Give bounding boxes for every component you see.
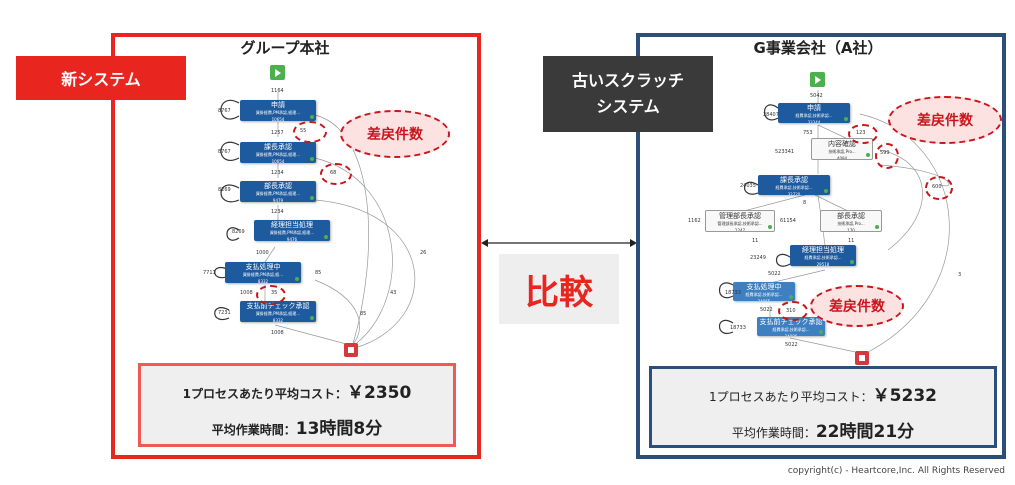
new-flow-start-icon bbox=[270, 65, 285, 80]
old-system-tag: 古いスクラッチ システム bbox=[543, 56, 713, 132]
old-flow-end-icon bbox=[855, 351, 869, 365]
old-node-admin-director: 管理部長承認管理部長承認,技術承認...1247 bbox=[705, 210, 775, 232]
edge-count: 8 bbox=[803, 200, 807, 206]
old-system-stats: 1プロセスあたり平均コスト：￥5232 平均作業時間：22時間21分 bbox=[649, 366, 997, 448]
avg-cost-value: ￥2350 bbox=[347, 383, 412, 403]
avg-cost-label: 1プロセスあたり平均コスト： bbox=[182, 387, 348, 401]
edge-count: 1257 bbox=[271, 130, 284, 136]
new-node-prepayment-check: 支払前チェック承認買掛経費,PM承認,経理...8332 bbox=[240, 301, 316, 322]
rework-count-callout-bottom: 差戻件数 bbox=[810, 285, 904, 327]
old-node-accounting: 経理担当処理経費承認,技術承認...29518 bbox=[790, 245, 856, 266]
edge-count: 1164 bbox=[271, 88, 284, 94]
avg-cost-value: ￥5232 bbox=[872, 386, 937, 406]
new-node-manager-approval: 課長承認買掛経費,PM承認,経理...10654 bbox=[240, 142, 316, 163]
rework-ring bbox=[293, 121, 327, 143]
edge-count: 24035 bbox=[740, 183, 756, 189]
edge-count: 61154 bbox=[780, 218, 796, 224]
edge-count: 43 bbox=[390, 290, 397, 296]
avg-time-label: 平均作業時間： bbox=[211, 423, 296, 437]
edge-count: 18733 bbox=[725, 290, 741, 296]
compare-label: 比較 bbox=[499, 254, 619, 324]
avg-cost-label: 1プロセスあたり平均コスト： bbox=[709, 390, 873, 404]
edge-count: 1008 bbox=[271, 330, 284, 336]
edge-count: 3 bbox=[958, 272, 962, 278]
compare-arrow bbox=[481, 239, 637, 247]
edge-count: 8269 bbox=[232, 229, 245, 235]
avg-time-label: 平均作業時間： bbox=[731, 426, 816, 440]
edge-count: 5042 bbox=[810, 93, 823, 99]
rework-ring bbox=[875, 143, 899, 169]
edge-count: 5022 bbox=[760, 307, 773, 313]
old-flow-start-icon bbox=[810, 72, 825, 87]
edge-count: 5022 bbox=[768, 271, 781, 277]
rework-ring bbox=[848, 124, 878, 144]
old-node-manager-approval: 課長承認経費承認,技術承認...32720 bbox=[758, 175, 830, 195]
group-hq-title: グループ本社 bbox=[240, 39, 330, 57]
edge-count: 753 bbox=[803, 130, 813, 136]
edge-count: 7231 bbox=[218, 310, 231, 316]
rework-count-callout: 差戻件数 bbox=[340, 110, 450, 158]
new-flow-end-icon bbox=[344, 343, 358, 357]
copyright-notice: copyright(c) - Heartcore,Inc. All Rights… bbox=[787, 466, 1005, 476]
edge-count: 1234 bbox=[271, 170, 284, 176]
edge-count: 85 bbox=[360, 311, 367, 317]
edge-count: 11 bbox=[848, 238, 855, 244]
avg-time-value: 13時間8分 bbox=[295, 419, 383, 439]
edge-count: 1162 bbox=[688, 218, 701, 224]
edge-count: 23249 bbox=[750, 255, 766, 261]
edge-count: 8269 bbox=[218, 187, 231, 193]
rework-ring bbox=[256, 285, 286, 305]
edge-count: 18733 bbox=[730, 325, 746, 331]
new-node-payment-processing: 支払処理中買掛経費,PM承認,経...8332 bbox=[225, 262, 301, 283]
edge-count: 1000 bbox=[256, 250, 269, 256]
edge-count: 1234 bbox=[271, 209, 284, 215]
edge-count: 8767 bbox=[218, 108, 231, 114]
old-system-tag-line2: システム bbox=[596, 97, 660, 116]
avg-time-value: 22時間21分 bbox=[815, 422, 915, 442]
new-system-tag: 新システム bbox=[16, 56, 186, 100]
edge-count: 11 bbox=[752, 238, 759, 244]
g-company-title: G事業会社（A社） bbox=[753, 39, 883, 57]
rework-ring bbox=[778, 301, 808, 321]
new-node-application: 申請買掛経費,PM承認,経理...10654 bbox=[240, 100, 316, 121]
old-node-application: 申請経費承認,技術承認...33344 bbox=[778, 103, 850, 123]
new-node-director-approval: 部長承認買掛経費,PM承認,経理...9479 bbox=[240, 181, 316, 202]
edge-count: 523341 bbox=[775, 149, 795, 155]
edge-count: 28407 bbox=[763, 112, 779, 118]
edge-count: 7711 bbox=[203, 270, 216, 276]
edge-count: 8767 bbox=[218, 149, 231, 155]
edge-count: 85 bbox=[315, 270, 322, 276]
rework-count-callout-top: 差戻件数 bbox=[888, 96, 1002, 144]
old-node-director-approval: 部長承認技術承認,Pro...170 bbox=[820, 210, 882, 232]
old-system-tag-line1: 古いスクラッチ bbox=[571, 71, 684, 90]
new-system-stats: 1プロセスあたり平均コスト：￥2350 平均作業時間：13時間8分 bbox=[138, 363, 456, 447]
edge-count: 1008 bbox=[240, 290, 253, 296]
new-node-accounting: 経理担当処理買掛経費,PM承認,経理...9476 bbox=[254, 220, 330, 241]
rework-ring bbox=[925, 176, 953, 200]
edge-count: 26 bbox=[420, 250, 427, 256]
edge-count: 5022 bbox=[785, 342, 798, 348]
rework-ring bbox=[320, 163, 352, 185]
